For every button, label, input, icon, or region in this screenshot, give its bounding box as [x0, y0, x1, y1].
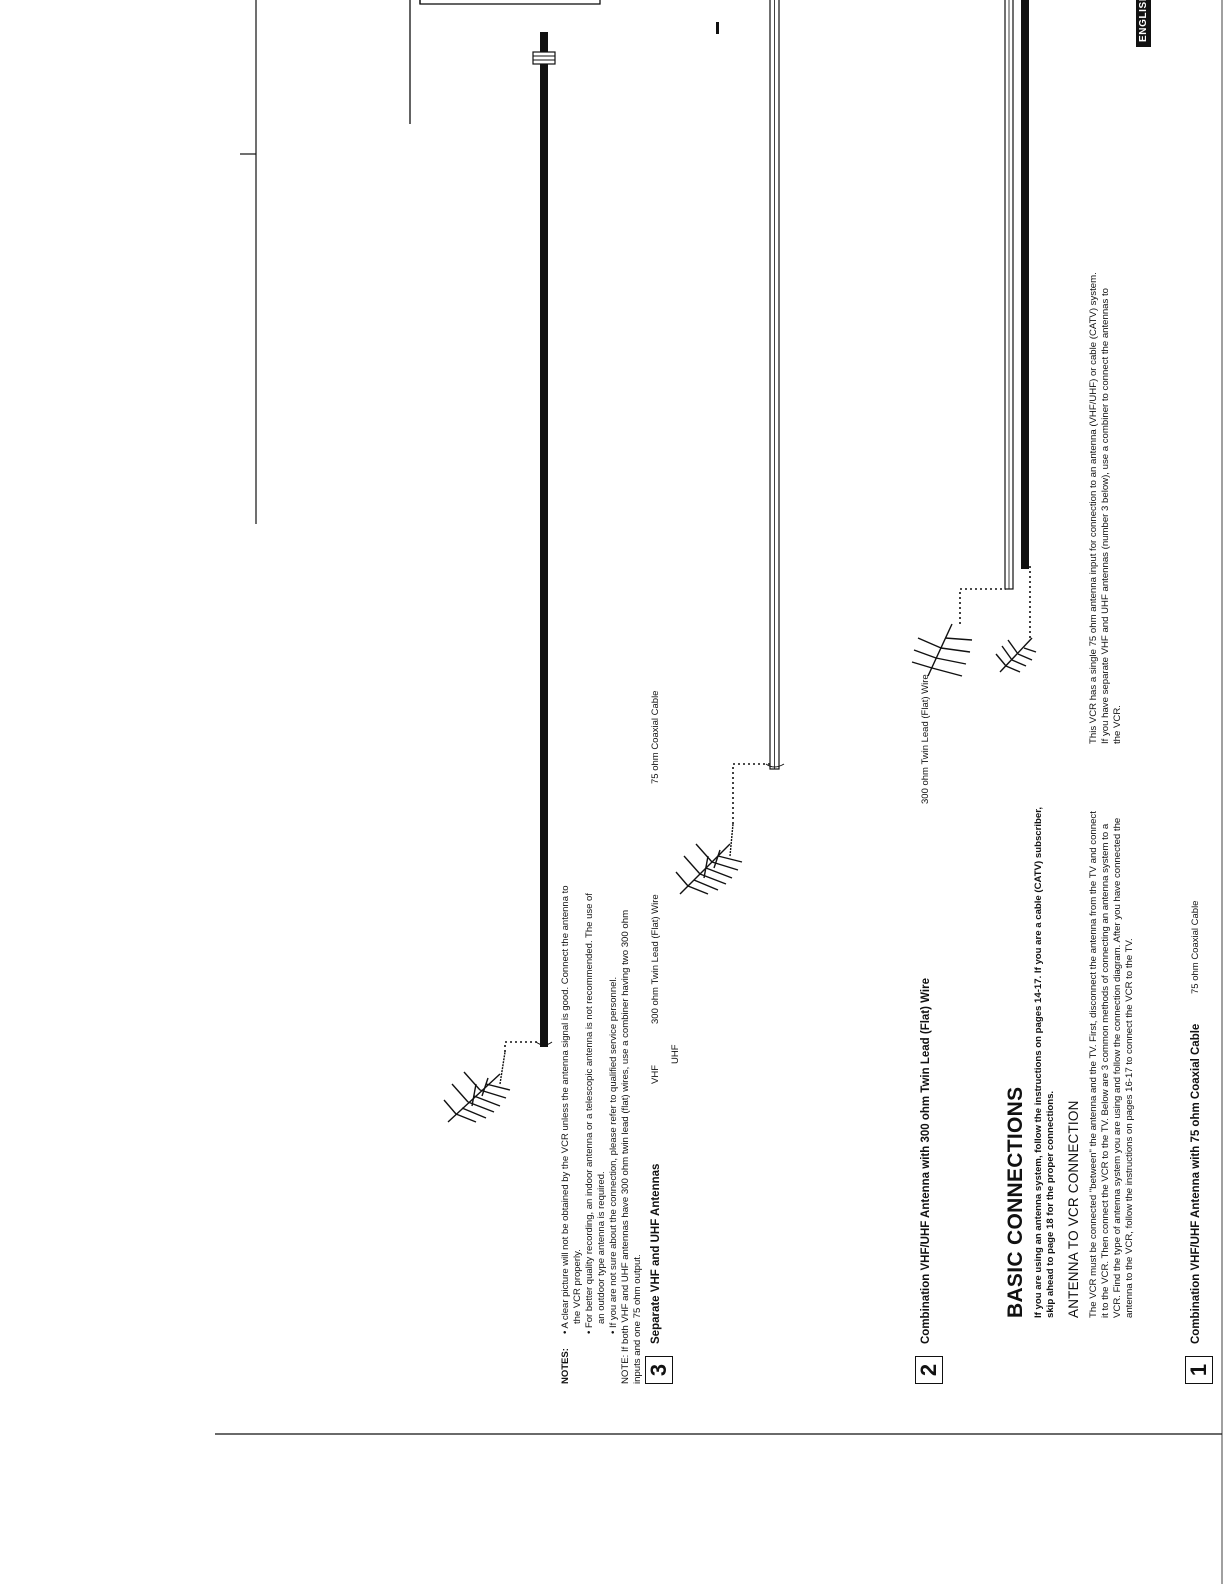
panel-2-artwork — [675, 0, 785, 895]
panel-2-number: 2 — [915, 1356, 943, 1384]
intro-line-2: skip ahead to page 18 for the proper con… — [1045, 1090, 1056, 1318]
notes-label: NOTES: — [560, 1348, 571, 1384]
section-paragraph-line-2: it to the VCR. Then connect the VCR to t… — [1100, 823, 1111, 1318]
language-tab: ENGLISH — [1136, 0, 1151, 47]
panel-3-uhf-label: UHF — [670, 1044, 681, 1064]
intro-line-1: If you are using an antenna system, foll… — [1033, 806, 1044, 1318]
notes-item-1: • A clear picture will not be obtained b… — [560, 885, 571, 1334]
combiner-note-line-1: NOTE: If both VHF and UHF antennas have … — [620, 909, 631, 1384]
notes-item-2-cont: an outdoor type antenna is required. — [596, 1171, 607, 1324]
section-heading: ANTENNA TO VCR CONNECTION — [1066, 1100, 1081, 1318]
panel-2-cable-label: 300 ohm Twin Lead (Flat) Wire — [920, 674, 931, 804]
vcr-rear-panel-1 — [409, 0, 601, 124]
notes-item-1-cont: the VCR properly. — [572, 1249, 583, 1324]
vhf-antenna-icon — [911, 623, 973, 677]
panel-3-vhf-label: VHF — [650, 1065, 661, 1084]
panel-3-cable-label-a: 300 ohm Twin Lead (Flat) Wire — [650, 894, 661, 1024]
combiner-note-line-2: inputs and one 75 ohm output. — [632, 1254, 643, 1384]
section-paragraph-line-3: VCR. Find the type of antenna system you… — [1112, 817, 1123, 1318]
coaxial-cable — [540, 32, 548, 1047]
panel-1-cable-label: 75 ohm Coaxial Cable — [1190, 900, 1201, 994]
notes-item-3: • If you are not sure about the connecti… — [608, 976, 619, 1334]
notes-item-2: • For better quality recording, an indoo… — [584, 893, 595, 1334]
coaxial-cable-3 — [1021, 0, 1029, 569]
panel-3-cable-label-b: 75 ohm Coaxial Cable — [650, 690, 661, 784]
vhf-uhf-antenna-icon-2 — [675, 823, 743, 895]
section-paragraph-line-1: The VCR must be connected "between" the … — [1088, 811, 1099, 1318]
panel-1-artwork — [409, 0, 601, 1123]
uhf-antenna-icon — [995, 637, 1037, 673]
vhf-uhf-antenna-icon — [443, 1051, 511, 1123]
right-paragraph-line-3: the VCR. — [1112, 705, 1123, 744]
panel-3-artwork — [911, 0, 1037, 677]
page-title: BASIC CONNECTIONS — [1004, 1086, 1027, 1318]
panel-1-number: 1 — [1185, 1356, 1213, 1384]
panel-3-number: 3 — [645, 1356, 673, 1384]
panel-1-title: Combination VHF/UHF Antenna with 75 ohm … — [1190, 1023, 1202, 1344]
panel-3-title: Separate VHF and UHF Antennas — [650, 1163, 662, 1344]
right-paragraph-line-1: This VCR has a single 75 ohm antenna inp… — [1088, 272, 1099, 744]
section-paragraph-line-4: antenna to the VCR, follow the instructi… — [1124, 938, 1135, 1318]
right-paragraph-line-2: If you have separate VHF and UHF antenna… — [1100, 288, 1111, 744]
panel-2-title: Combination VHF/UHF Antenna with 300 ohm… — [920, 978, 932, 1344]
